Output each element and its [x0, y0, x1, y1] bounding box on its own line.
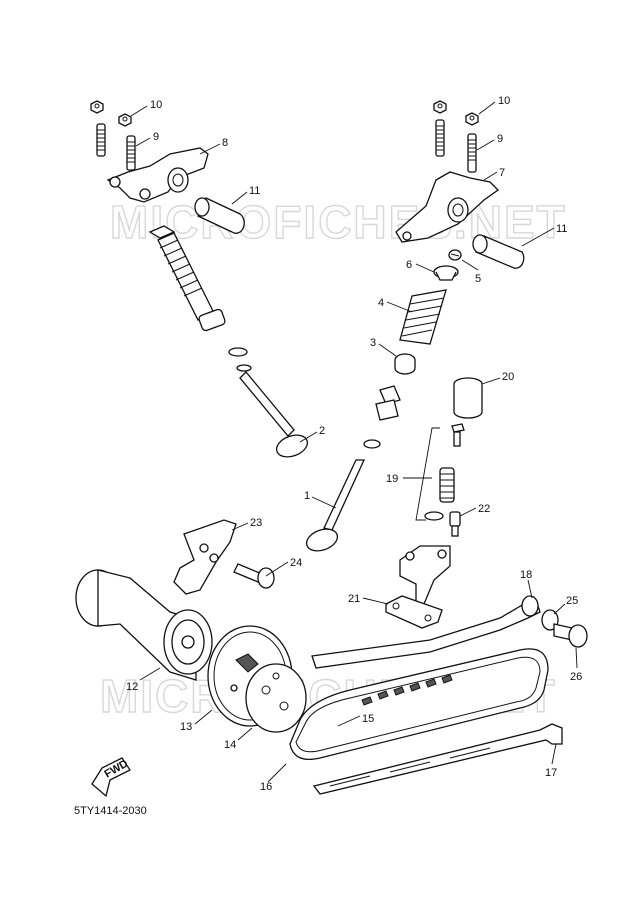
- drawing-code: 5TY1414-2030: [74, 805, 147, 817]
- camshaft-assembly: [75, 519, 345, 737]
- callout-15[interactable]: 15: [362, 713, 374, 725]
- rocker-shaft-11-left: [194, 197, 245, 234]
- callout-20[interactable]: 20: [502, 371, 514, 383]
- tensioner-spring: [439, 467, 455, 503]
- callout-7[interactable]: 7: [499, 167, 505, 179]
- valve-spring-4: [399, 289, 447, 345]
- callout-3[interactable]: 3: [370, 337, 376, 349]
- bolt-22: [449, 511, 461, 537]
- adjust-screw-9-right-a: [435, 119, 445, 157]
- adjust-screw-9-left-b: [126, 135, 136, 171]
- callout-16[interactable]: 16: [260, 781, 272, 793]
- nut-10-right-b: [465, 112, 479, 126]
- camshaft-12: [75, 569, 213, 681]
- callout-14[interactable]: 14: [224, 739, 236, 751]
- valve-spring-left: [148, 225, 252, 372]
- callout-21[interactable]: 21: [348, 593, 360, 605]
- callout-22[interactable]: 22: [478, 503, 490, 515]
- tensioner-body: [399, 545, 451, 605]
- callout-24[interactable]: 24: [290, 557, 302, 569]
- spring-seat-3: [394, 353, 416, 375]
- callout-23[interactable]: 23: [250, 517, 262, 529]
- nut-10-left-b: [118, 113, 132, 127]
- callout-9-right[interactable]: 9: [497, 133, 503, 145]
- callout-8[interactable]: 8: [222, 137, 228, 149]
- left-rocker-assembly: [90, 100, 309, 458]
- valve-stem-seal-right: [363, 385, 401, 449]
- callout-26[interactable]: 26: [570, 671, 582, 683]
- gasket-21: [385, 595, 443, 629]
- timing-chain-16: [289, 648, 549, 761]
- rocker-arm-7: [395, 171, 500, 243]
- right-rocker-assembly: [305, 100, 525, 552]
- nut-10-left-a: [90, 100, 104, 114]
- decompressor-plate-14: [245, 663, 307, 733]
- callout-1[interactable]: 1: [304, 490, 310, 502]
- callout-9-left[interactable]: 9: [153, 131, 159, 143]
- callout-labels: 10 9 8 11 10 9 7 11 6 5 4 3 20 2 19 1 22…: [126, 95, 582, 793]
- chain-guide-18: [311, 595, 541, 669]
- callout-19[interactable]: 19: [386, 473, 398, 485]
- callout-10-right[interactable]: 10: [498, 95, 510, 107]
- tensioner-assembly: [385, 377, 483, 629]
- nut-10-right-a: [433, 100, 447, 114]
- callout-10-left[interactable]: 10: [150, 99, 162, 111]
- tensioner-bolt: [451, 423, 465, 447]
- rocker-shaft-11-right: [472, 234, 525, 269]
- tensioner-o-ring: [424, 511, 444, 521]
- bolt-24: [233, 563, 275, 589]
- callout-12[interactable]: 12: [126, 681, 138, 693]
- callout-13[interactable]: 13: [180, 721, 192, 733]
- guide-pin-26: [553, 623, 588, 648]
- callout-6[interactable]: 6: [406, 259, 412, 271]
- timing-chain-assembly: [289, 595, 588, 795]
- cam-bracket-23: [173, 519, 237, 595]
- callout-11-right[interactable]: 11: [556, 223, 567, 235]
- callout-17[interactable]: 17: [545, 767, 557, 779]
- adjust-screw-9-right-b: [467, 133, 477, 173]
- callout-4[interactable]: 4: [378, 297, 384, 309]
- watermark-top: MICROFICHES.NET: [110, 196, 567, 248]
- callout-2[interactable]: 2: [319, 425, 325, 437]
- callout-11-left[interactable]: 11: [249, 185, 260, 197]
- tensioner-cap-20: [453, 377, 483, 419]
- leader-lines: [130, 101, 578, 783]
- adjust-screw-9-left-a: [96, 123, 106, 157]
- fwd-arrow: FWD: [91, 757, 131, 798]
- callout-18[interactable]: 18: [520, 569, 532, 581]
- spring-retainer-6: [433, 265, 459, 281]
- valve-cotter-5: [448, 249, 462, 261]
- valve-1: [305, 459, 366, 552]
- callout-5[interactable]: 5: [475, 273, 481, 285]
- chain-guide-17: [312, 723, 563, 795]
- callout-25[interactable]: 25: [566, 595, 578, 607]
- rocker-arm-8: [106, 147, 209, 203]
- valve-2: [239, 371, 309, 458]
